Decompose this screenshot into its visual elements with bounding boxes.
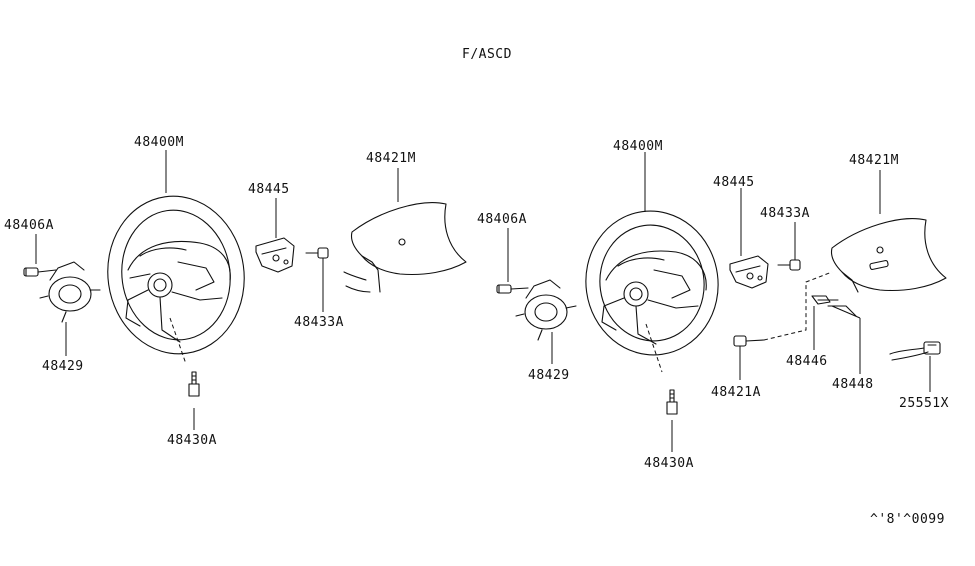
right-label-pad: 48421M — [849, 153, 899, 168]
left-label-wheel: 48400M — [134, 135, 184, 150]
right-pad-48421m[interactable] — [830, 218, 947, 293]
left-label-ring: 48429 — [42, 359, 84, 374]
right-steering-wheel[interactable] — [577, 203, 728, 373]
right-label-clip: 48448 — [832, 377, 874, 392]
right-label-pad-screw: 48421A — [711, 385, 761, 400]
right-screw-48406a[interactable] — [496, 284, 529, 294]
right-ring-48429[interactable] — [515, 279, 577, 341]
right-assembly: 48400M 48406A 48429 48430A 48445 48433A … — [477, 139, 949, 471]
right-label-wheel: 48400M — [613, 139, 663, 154]
right-clip-48448[interactable] — [827, 305, 857, 317]
right-harness-25551x[interactable] — [889, 341, 941, 361]
left-screw-48406a[interactable] — [23, 267, 57, 277]
left-assembly: 48400M 48406A 48429 48430A 48445 48433A … — [4, 135, 467, 448]
left-pad-48421m[interactable] — [343, 202, 467, 293]
footer-code: ^'8'^0099 — [870, 512, 945, 527]
right-label-bracket: 48446 — [786, 354, 828, 369]
right-label-switch-screw: 48433A — [760, 206, 810, 221]
right-label-ring: 48429 — [528, 368, 570, 383]
diagram-title: F/ASCD — [462, 47, 512, 62]
right-label-screw: 48406A — [477, 212, 527, 227]
right-bracket-48446[interactable] — [811, 295, 839, 305]
right-switch-48445[interactable] — [729, 255, 769, 289]
left-label-screw: 48406A — [4, 218, 54, 233]
right-screw-48433a[interactable] — [777, 259, 801, 271]
left-ring-48429[interactable] — [39, 261, 101, 323]
left-switch-48445[interactable] — [255, 237, 295, 273]
left-steering-wheel[interactable] — [98, 187, 255, 365]
left-label-bolt: 48430A — [167, 433, 217, 448]
left-label-switch-screw: 48433A — [294, 315, 344, 330]
right-label-harness: 25551X — [899, 396, 949, 411]
left-label-switch: 48445 — [248, 182, 290, 197]
right-bolt-48430a[interactable] — [666, 389, 678, 415]
right-label-bolt: 48430A — [644, 456, 694, 471]
left-label-pad: 48421M — [366, 151, 416, 166]
left-screw-48433a[interactable] — [305, 247, 329, 259]
left-bolt-48430a[interactable] — [188, 371, 200, 397]
right-label-switch: 48445 — [713, 175, 755, 190]
right-screw-48421a[interactable] — [733, 271, 833, 347]
